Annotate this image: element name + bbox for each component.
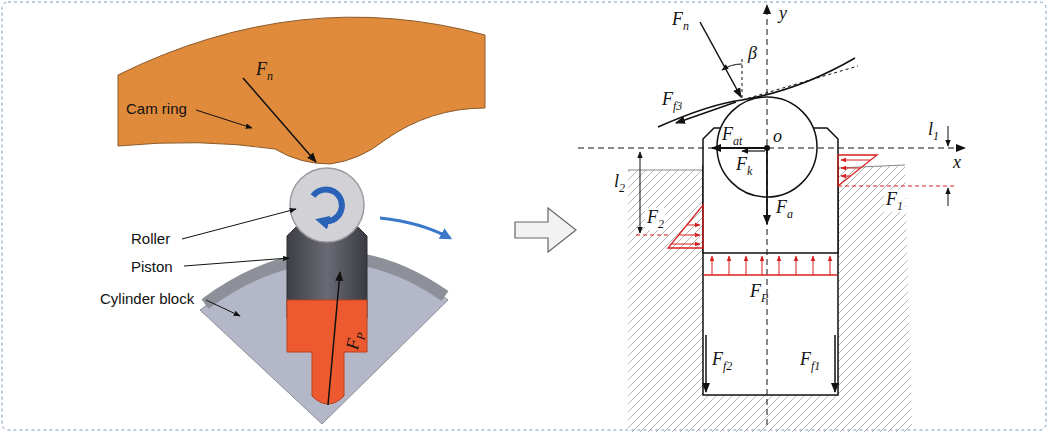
force-label: F2: [645, 208, 666, 230]
pressure-arrow: [762, 256, 763, 275]
force-label: F1: [884, 190, 905, 212]
block-surface: [628, 170, 703, 171]
axis-label: y: [779, 4, 787, 22]
force-label: Ff1: [800, 350, 820, 372]
pressure-distribution: [838, 155, 877, 186]
force-label: Ff3: [660, 90, 684, 112]
pressure-arrow: [841, 160, 870, 161]
pressure-arrows: [704, 256, 837, 275]
resultant-line: [838, 186, 956, 187]
leader-line: [182, 209, 296, 239]
force-label: Fa: [776, 198, 793, 220]
axis-label: x: [953, 153, 961, 171]
origin-label: o: [773, 127, 782, 145]
part-label: Roller: [131, 231, 170, 246]
axis-head: [956, 144, 966, 152]
friction-arrow: [834, 335, 836, 392]
pressure-arrow: [679, 235, 700, 236]
tangent-line: [742, 66, 858, 100]
force-label: Fk: [736, 155, 752, 177]
pressure-arrow: [779, 256, 780, 275]
angle-label: β: [748, 44, 757, 62]
cam-ring: [118, 17, 485, 164]
friction-arrow: [705, 335, 707, 392]
leader-line: [206, 300, 240, 316]
pressure-arrow: [830, 256, 831, 275]
pump-illustration: [118, 17, 485, 424]
pressure-arrow: [841, 176, 850, 177]
y-axis: [767, 8, 768, 425]
axis-head: [763, 4, 771, 14]
force-arrow: [742, 150, 765, 151]
angle-arc: [722, 64, 742, 70]
force-label: Fat: [722, 125, 742, 147]
force-arrow: [328, 272, 340, 405]
origin-dot: [764, 145, 770, 151]
part-label: Piston: [131, 259, 173, 274]
pressure-arrow: [746, 256, 747, 275]
leader-line: [184, 258, 289, 266]
dimension-arrow: [948, 126, 949, 146]
pressure-arrow: [729, 256, 730, 275]
normal-force-arrow: [700, 22, 741, 97]
roller: [290, 168, 364, 242]
pressure-arrow: [687, 225, 700, 226]
pressure-arrow: [712, 256, 713, 275]
dimension-label: l2: [612, 172, 627, 194]
block-surface: [838, 165, 905, 168]
pressure-arrow: [813, 256, 814, 275]
x-axis: [578, 148, 966, 149]
resultant-line: [636, 235, 668, 236]
force-label: Fn: [256, 60, 273, 82]
force-diagram: [578, 4, 966, 432]
force-arrow: [766, 150, 768, 224]
force-label: Ff2: [712, 350, 732, 372]
dimension-label: l1: [928, 120, 939, 142]
pressure-arrow: [841, 168, 860, 169]
leader-line: [196, 110, 252, 128]
rotation-icon: [313, 189, 342, 221]
friction-arrow: [676, 102, 736, 123]
part-label: Cam ring: [126, 101, 187, 116]
dimension-arrow: [640, 152, 641, 233]
oil-chamber: [287, 300, 367, 404]
rotation-arrow: [380, 218, 450, 238]
part-label: Cylinder block: [100, 291, 194, 306]
force-label: FP: [750, 282, 768, 304]
piston-outline: [703, 128, 838, 253]
pressure-base: [704, 274, 837, 275]
pressure-arrow: [671, 244, 700, 245]
force-arrow: [243, 78, 316, 162]
transition-arrow: [515, 208, 576, 252]
pressure-arrow: [796, 256, 797, 275]
force-label: FP: [343, 330, 367, 352]
dimension-arrow: [948, 188, 949, 206]
cam-profile: [658, 58, 855, 127]
force-label: Fn: [672, 10, 689, 32]
pressure-distribution: [668, 205, 703, 248]
